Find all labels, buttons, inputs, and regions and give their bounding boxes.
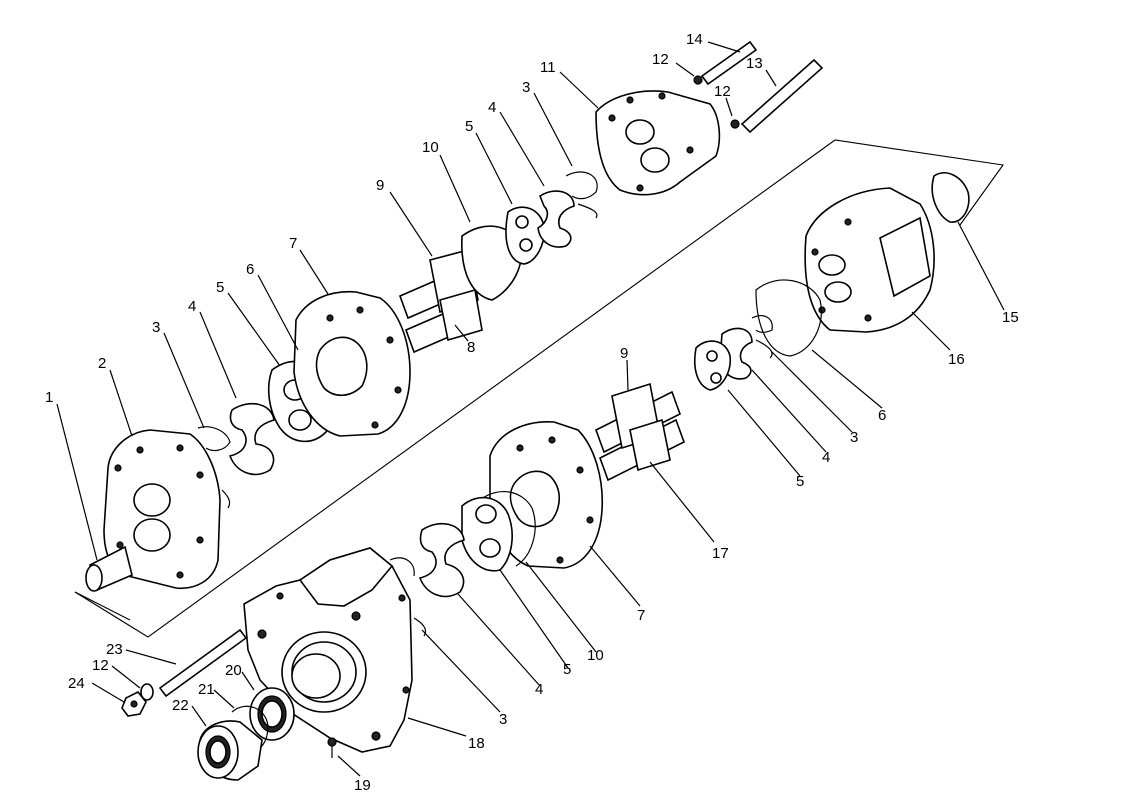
- wear-plate-5d: [461, 496, 513, 572]
- callout-7: 7: [289, 235, 297, 252]
- seal-3b: [565, 171, 598, 219]
- callout-20: 20: [225, 662, 242, 679]
- callout-24: 24: [68, 675, 85, 692]
- callout-labels: 1 2 3 4 5 6 7 8 9 10 5 4 3 11 12 14 13 1…: [45, 31, 1019, 794]
- callout-12: 12: [92, 657, 109, 674]
- gasket-6b: [755, 279, 822, 357]
- section-frame: [74, 139, 1004, 638]
- bolt-14: [693, 40, 758, 86]
- callout-13: 13: [746, 55, 763, 72]
- callout-3: 3: [522, 79, 530, 96]
- callout-4: 4: [535, 681, 543, 698]
- callout-12: 12: [714, 83, 731, 100]
- o-ring-15: [931, 172, 970, 223]
- callout-12: 12: [652, 51, 669, 68]
- seal-20: [249, 687, 295, 741]
- bearing-22: [197, 720, 263, 781]
- callout-23: 23: [106, 641, 123, 658]
- callout-5: 5: [563, 661, 571, 678]
- seal-4d: [418, 522, 465, 598]
- callout-3: 3: [152, 319, 160, 336]
- seal-3c: [751, 315, 773, 359]
- callout-6: 6: [878, 407, 886, 424]
- seal-3a: [197, 426, 231, 509]
- callout-4: 4: [188, 298, 196, 315]
- callout-17: 17: [712, 545, 729, 562]
- seal-3d: [389, 557, 427, 637]
- callout-9: 9: [620, 345, 628, 362]
- callout-3: 3: [499, 711, 507, 728]
- seal-4b: [537, 190, 575, 248]
- callout-7: 7: [637, 607, 645, 624]
- callout-2: 2: [98, 355, 106, 372]
- stud-23: [158, 628, 248, 698]
- callout-1: 1: [45, 389, 53, 406]
- callout-4: 4: [822, 449, 830, 466]
- callout-8: 8: [467, 339, 475, 356]
- callout-22: 22: [172, 697, 189, 714]
- callout-9: 9: [376, 177, 384, 194]
- gear-housing-7a: [293, 290, 411, 437]
- screw-19: [327, 737, 337, 758]
- callout-5: 5: [796, 473, 804, 490]
- callout-11: 11: [540, 59, 556, 76]
- gasket-10b: [479, 491, 536, 567]
- callout-5: 5: [465, 118, 473, 135]
- gear-shafts-9-17: [595, 382, 685, 482]
- callout-18: 18: [468, 735, 485, 752]
- callout-15: 15: [1002, 309, 1019, 326]
- housing-16: [804, 187, 935, 333]
- bolt-13: [730, 58, 824, 134]
- wear-plate-5c: [694, 340, 732, 391]
- washer-12c: [140, 683, 154, 701]
- callout-3: 3: [850, 429, 858, 446]
- gear-housing-7b: [489, 421, 604, 569]
- callout-10: 10: [587, 647, 604, 664]
- wear-plate-5b: [505, 206, 546, 265]
- callout-16: 16: [948, 351, 965, 368]
- callout-21: 21: [198, 681, 215, 698]
- callout-4: 4: [488, 99, 496, 116]
- leader-lines: [56, 41, 1005, 777]
- callout-6: 6: [246, 261, 254, 278]
- rear-cover-11: [595, 90, 721, 196]
- callout-10: 10: [422, 139, 439, 156]
- seal-4a: [228, 402, 275, 476]
- nut-24: [121, 690, 147, 717]
- callout-14: 14: [686, 31, 703, 48]
- callout-5: 5: [216, 279, 224, 296]
- callout-19: 19: [354, 777, 371, 794]
- drive-shaft-1: [85, 545, 133, 592]
